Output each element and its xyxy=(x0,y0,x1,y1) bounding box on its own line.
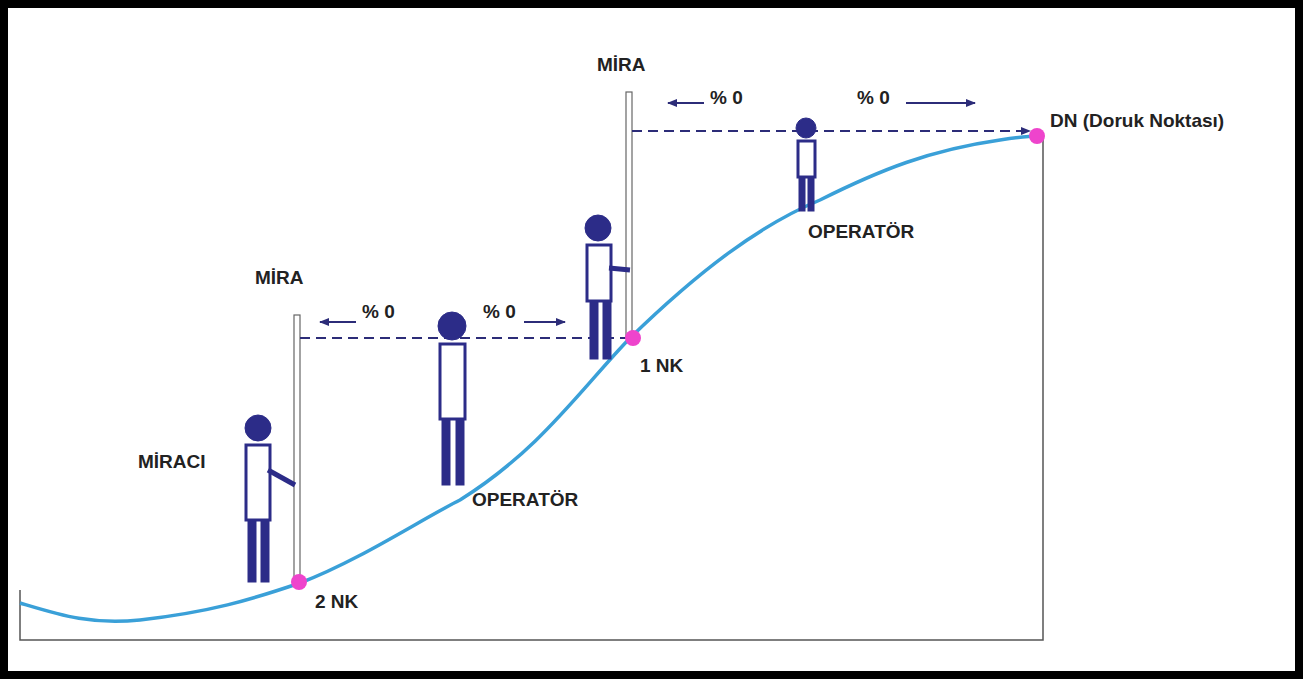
mira-label: MİRA xyxy=(255,268,304,289)
slope-illustration xyxy=(8,8,1295,671)
slope-label: % 0 xyxy=(857,88,890,109)
staff-label: MİRACI xyxy=(138,452,206,473)
diagram-ground: MİRA MİRA % 0 % 0 DN (Doruk Noktası) MİRACI % … xyxy=(8,8,1295,671)
point-label: 2 NK xyxy=(315,592,358,613)
slope-label: % 0 xyxy=(710,88,743,109)
point-label: DN (Doruk Noktası) xyxy=(1050,111,1224,132)
slope-label: % 0 xyxy=(483,302,516,323)
slope-label: % 0 xyxy=(362,302,395,323)
operator-label: OPERATÖR xyxy=(472,490,578,511)
point-label: 1 NK xyxy=(640,356,683,377)
mira-label: MİRA xyxy=(597,55,646,76)
operator-label: OPERATÖR xyxy=(808,222,914,243)
